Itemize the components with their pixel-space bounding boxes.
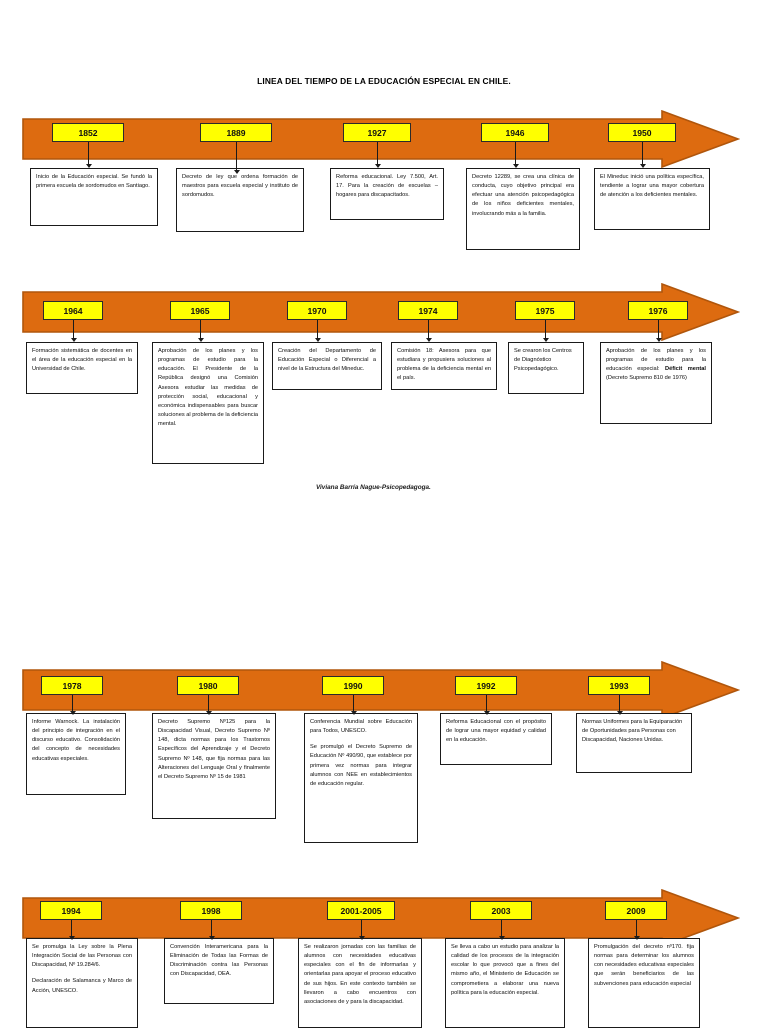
connector-1946 bbox=[512, 142, 520, 168]
timeline-arrow-2 bbox=[22, 283, 740, 341]
connector-1950 bbox=[639, 142, 647, 168]
connector-1992 bbox=[483, 695, 491, 715]
event-box-1927: Reforma educacional. Ley 7.500, Art. 17.… bbox=[330, 168, 444, 220]
event-box-1974: Comisión 18: Asesora para que estudiara … bbox=[391, 342, 497, 390]
event-text: Decreto de ley que ordena formación de m… bbox=[182, 174, 298, 199]
event-text: Comisión 18: Asesora para que estudiara … bbox=[397, 348, 491, 382]
event-text: Aprobación de los planes y los programas… bbox=[606, 347, 706, 384]
event-text: Formación sistemática de docentes en el … bbox=[32, 348, 132, 373]
event-text: Se lleva a cabo un estudio para analizar… bbox=[451, 944, 559, 996]
event-text: Convención Interamericana para la Elimin… bbox=[170, 944, 268, 978]
year-chip-1993[interactable]: 1993 bbox=[588, 676, 650, 695]
event-box-1998: Convención Interamericana para la Elimin… bbox=[164, 938, 274, 1004]
page-title: LINEA DEL TIEMPO DE LA EDUCACIÓN ESPECIA… bbox=[257, 76, 511, 86]
connector-2003 bbox=[498, 920, 506, 940]
event-box-1965: Aprobación de los planes y los programas… bbox=[152, 342, 264, 464]
connector-1927 bbox=[374, 142, 382, 168]
year-chip-2001-2005[interactable]: 2001-2005 bbox=[327, 901, 395, 920]
event-text: Normas Uniformes para la Equiparación de… bbox=[582, 719, 683, 744]
connector-1975 bbox=[542, 320, 550, 342]
author-signature: Viviana Barría Nague-Psicopedagoga. bbox=[316, 484, 431, 491]
event-box-1950: El Mineduc inició una política específic… bbox=[594, 168, 710, 230]
connector-1980 bbox=[205, 695, 213, 715]
event-text: Creación del Departamento de Educación E… bbox=[278, 348, 376, 373]
event-box-2001-2005: Se realizaron jornadas con las familias … bbox=[298, 938, 422, 1028]
year-chip-1998[interactable]: 1998 bbox=[180, 901, 242, 920]
year-chip-1992[interactable]: 1992 bbox=[455, 676, 517, 695]
event-box-1889: Decreto de ley que ordena formación de m… bbox=[176, 168, 304, 232]
connector-1964 bbox=[70, 320, 78, 342]
year-chip-1994[interactable]: 1994 bbox=[40, 901, 102, 920]
connector-1970 bbox=[314, 320, 322, 342]
year-chip-1976[interactable]: 1976 bbox=[628, 301, 688, 320]
event-text: Se realizaron jornadas con las familias … bbox=[304, 944, 416, 1005]
event-text: Informe Warnock. La instalación del prin… bbox=[32, 719, 120, 762]
event-text: Reforma Educacional con el propósito de … bbox=[446, 719, 546, 744]
event-box-1970: Creación del Departamento de Educación E… bbox=[272, 342, 382, 390]
event-text-tail: (Decreto Supremo 810 de 1976) bbox=[606, 375, 687, 382]
year-chip-1970[interactable]: 1970 bbox=[287, 301, 347, 320]
connector-1889 bbox=[233, 142, 241, 174]
connector-1978 bbox=[69, 695, 77, 715]
event-text: Aprobación de los planes y los programas… bbox=[158, 348, 258, 428]
connector-2009 bbox=[633, 920, 641, 940]
connector-1974 bbox=[425, 320, 433, 342]
year-chip-1978[interactable]: 1978 bbox=[41, 676, 103, 695]
event-box-2009: Promulgación del decreto nº170. fija nor… bbox=[588, 938, 700, 1028]
event-box-1978: Informe Warnock. La instalación del prin… bbox=[26, 713, 126, 795]
event-box-1946: Decreto 12289, se crea una clínica de co… bbox=[466, 168, 580, 250]
event-text: Decreto Supremo Nº125 para la Discapacid… bbox=[158, 719, 270, 780]
connector-1994 bbox=[68, 920, 76, 940]
event-text: Inicio de la Educación especial. Se fund… bbox=[36, 174, 152, 190]
year-chip-1946[interactable]: 1946 bbox=[481, 123, 549, 142]
event-text: Se promulgó el Decreto Supremo de Educac… bbox=[310, 744, 412, 787]
event-box-1993: Normas Uniformes para la Equiparación de… bbox=[576, 713, 692, 773]
event-box-1975: Se crearon los Centros de Diagnóstico Ps… bbox=[508, 342, 584, 394]
event-text: Se crearon los Centros de Diagnóstico Ps… bbox=[514, 348, 572, 373]
year-chip-1852[interactable]: 1852 bbox=[52, 123, 124, 142]
event-box-2003: Se lleva a cabo un estudio para analizar… bbox=[445, 938, 565, 1028]
connector-1993 bbox=[616, 695, 624, 715]
year-chip-1980[interactable]: 1980 bbox=[177, 676, 239, 695]
year-chip-1974[interactable]: 1974 bbox=[398, 301, 458, 320]
event-text: Decreto 12289, se crea una clínica de co… bbox=[472, 174, 574, 217]
event-box-1852: Inicio de la Educación especial. Se fund… bbox=[30, 168, 158, 226]
event-box-1990: Conferencia Mundial sobre Educación para… bbox=[304, 713, 418, 843]
event-box-1976: Aprobación de los planes y los programas… bbox=[600, 342, 712, 424]
connector-1852 bbox=[85, 142, 93, 168]
year-chip-1889[interactable]: 1889 bbox=[200, 123, 272, 142]
year-chip-2003[interactable]: 2003 bbox=[470, 901, 532, 920]
event-text: Promulgación del decreto nº170. fija nor… bbox=[594, 944, 694, 987]
year-chip-1965[interactable]: 1965 bbox=[170, 301, 230, 320]
year-chip-1950[interactable]: 1950 bbox=[608, 123, 676, 142]
event-box-1994: Se promulga la Ley sobre la Plena Integr… bbox=[26, 938, 138, 1028]
event-text: Conferencia Mundial sobre Educación para… bbox=[310, 719, 412, 735]
event-box-1964: Formación sistemática de docentes en el … bbox=[26, 342, 138, 394]
event-text: Reforma educacional. Ley 7.500, Art. 17.… bbox=[336, 174, 438, 199]
year-chip-1975[interactable]: 1975 bbox=[515, 301, 575, 320]
event-text-bold: Déficit mental bbox=[665, 366, 706, 373]
event-text: El Mineduc inició una política específic… bbox=[600, 174, 704, 199]
event-text: Se promulga la Ley sobre la Plena Integr… bbox=[32, 944, 132, 969]
connector-1976 bbox=[655, 320, 663, 342]
event-text: Declaración de Salamanca y Marco de Acci… bbox=[32, 978, 132, 994]
year-chip-1927[interactable]: 1927 bbox=[343, 123, 411, 142]
connector-1990 bbox=[350, 695, 358, 715]
event-box-1992: Reforma Educacional con el propósito de … bbox=[440, 713, 552, 765]
connector-1965 bbox=[197, 320, 205, 342]
event-box-1980: Decreto Supremo Nº125 para la Discapacid… bbox=[152, 713, 276, 819]
year-chip-2009[interactable]: 2009 bbox=[605, 901, 667, 920]
year-chip-1990[interactable]: 1990 bbox=[322, 676, 384, 695]
connector-1998 bbox=[208, 920, 216, 940]
event-text-lead: Aprobación de los planes y los programas… bbox=[606, 348, 706, 373]
connector-2001-2005 bbox=[358, 920, 366, 940]
year-chip-1964[interactable]: 1964 bbox=[43, 301, 103, 320]
